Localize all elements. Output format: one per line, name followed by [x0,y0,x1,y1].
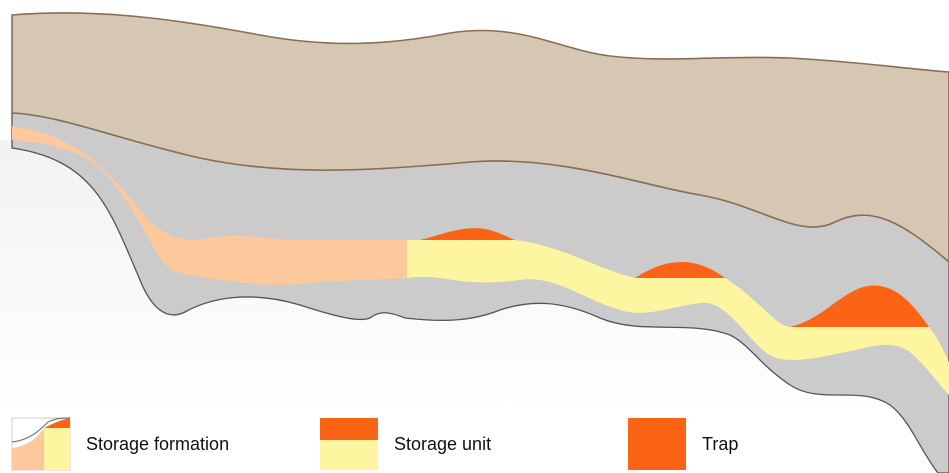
storage-formation-swatch-icon [11,417,71,471]
trap-3 [790,285,929,327]
legend-label-trap: Trap [702,434,738,454]
legend-label-storage-unit: Storage unit [394,434,491,454]
trap-1 [420,228,515,240]
storage-formation-layer [12,126,407,285]
legend: Storage formation Storage unit Trap [11,417,738,471]
storage-unit-layer [407,240,949,395]
trap-swatch-icon [628,418,686,470]
storage-unit-swatch-icon [320,418,378,470]
trap-2 [635,262,725,278]
legend-label-storage-formation: Storage formation [86,434,229,454]
